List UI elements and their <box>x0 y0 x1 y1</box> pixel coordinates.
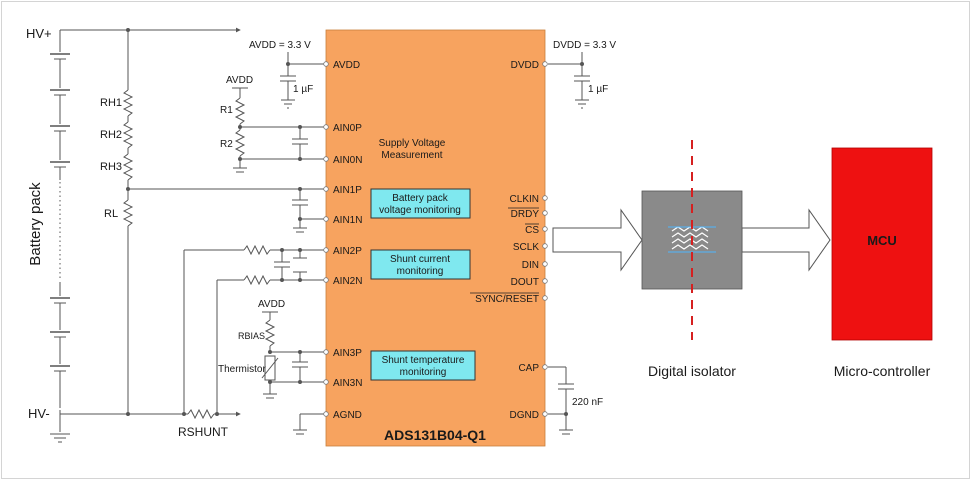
cap-right-label: 1 µF <box>588 84 608 95</box>
box-1-line-2: voltage monitoring <box>379 205 461 216</box>
r1-label: R1 <box>220 105 233 116</box>
box-shunt-current <box>370 249 471 280</box>
box-2-line-1: Shunt current <box>390 254 450 265</box>
pin-ain0p: AIN0P <box>333 123 362 134</box>
pin-ain0n: AIN0N <box>333 155 362 166</box>
rh2-label: RH2 <box>100 129 122 141</box>
thermistor-label: Thermistor <box>218 364 266 375</box>
pin-ain2p: AIN2P <box>333 246 362 257</box>
hv-minus-label: HV- <box>28 406 50 421</box>
arrow-chip-to-isolator <box>552 208 643 272</box>
battery-cell <box>50 282 70 408</box>
avdd-supply-label: AVDD = 3.3 V <box>249 40 311 51</box>
rh1-label: RH1 <box>100 97 122 109</box>
mcu-block <box>831 147 933 341</box>
battery-cell <box>50 53 70 180</box>
supply-note-line-1: Supply Voltage <box>379 138 446 149</box>
resistor-rh1 <box>122 89 134 117</box>
cap-left-label: 1 µF <box>293 84 313 95</box>
pin-avdd: AVDD <box>333 60 360 71</box>
rh3-label: RH3 <box>100 161 122 173</box>
supply-note-line-2: Measurement <box>381 150 442 161</box>
resistor-rh3 <box>122 153 134 181</box>
battery-pack <box>50 30 70 443</box>
pin-ain1p: AIN1P <box>333 185 362 196</box>
pin-dvdd: DVDD <box>511 60 539 71</box>
rshunt-label: RSHUNT <box>178 425 229 439</box>
isolator-label: Digital isolator <box>648 363 736 379</box>
box-3-line-2: monitoring <box>400 367 447 378</box>
box-shunt-temperature <box>370 350 476 381</box>
pin-cs: CS <box>525 225 539 236</box>
cap-bottom-label: 220 nF <box>572 397 603 408</box>
pin-sclk: SCLK <box>513 242 539 253</box>
rbias-label: RBIAS <box>238 331 265 341</box>
pin-ain2n: AIN2N <box>333 276 362 287</box>
hv-plus-label: HV+ <box>26 26 52 41</box>
pin-ain3p: AIN3P <box>333 348 362 359</box>
chip-name: ADS131B04-Q1 <box>384 427 486 443</box>
pin-din: DIN <box>522 260 539 271</box>
pin-cap: CAP <box>518 363 539 374</box>
right-pin-markers <box>542 61 548 417</box>
battery-pack-label: Battery pack <box>27 182 44 266</box>
pin-clkin: CLKIN <box>510 194 539 205</box>
pin-drdy: DRDY <box>511 209 540 220</box>
avdd-node-label-2: AVDD <box>258 299 285 310</box>
resistor-rshunt <box>187 408 215 420</box>
mcu-label: Micro-controller <box>834 363 931 379</box>
pin-agnd: AGND <box>333 410 362 421</box>
pin-dgnd: DGND <box>510 410 539 421</box>
pin-ain3n: AIN3N <box>333 378 362 389</box>
avdd-node-label-1: AVDD <box>226 75 253 86</box>
box-battery-monitoring <box>370 188 471 219</box>
r2-label: R2 <box>220 139 233 150</box>
box-3-line-1: Shunt temperature <box>382 355 465 366</box>
resistor-rl <box>122 199 134 227</box>
resistor-rh2 <box>122 121 134 149</box>
rl-label: RL <box>104 208 118 220</box>
dvdd-supply-label: DVDD = 3.3 V <box>553 40 616 51</box>
pin-dout: DOUT <box>511 277 539 288</box>
resistor-rbias <box>264 319 276 347</box>
box-1-line-1: Battery pack <box>392 193 449 204</box>
left-pin-markers <box>323 61 329 417</box>
pin-ain1n: AIN1N <box>333 215 362 226</box>
box-2-line-2: monitoring <box>397 266 444 277</box>
arrow-isolator-to-mcu <box>741 208 831 272</box>
mcu-block-label: MCU <box>867 233 897 248</box>
pin-sync-reset: SYNC/RESET <box>475 294 539 305</box>
